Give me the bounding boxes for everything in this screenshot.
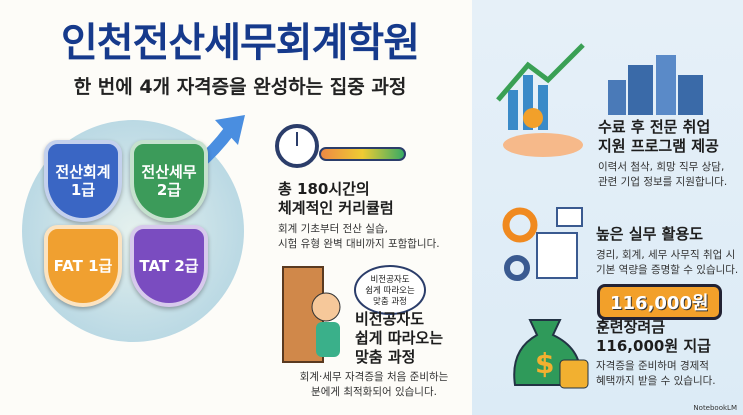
bubble-text: 비전공자도	[370, 275, 410, 285]
job-desc: 관련 기업 정보를 지원합니다.	[598, 175, 728, 188]
money-bag-icon: $	[513, 319, 589, 389]
shield-label: 전산회계 1급	[55, 163, 111, 199]
stopwatch-progress-icon	[275, 124, 406, 168]
practical-desc: 경리, 회계, 세무 사무직 취업 시	[596, 248, 736, 261]
open-door-person-icon	[282, 266, 341, 363]
curriculum-desc: 시험 유형 완벽 대비까지 포함합니다.	[278, 237, 440, 250]
bubble-text: 맞춤 과정	[373, 297, 407, 308]
curriculum-section: 총 180시간의 체계적인 커리큘럼 회계 기초부터 전산 실습, 시험 유형 …	[278, 180, 440, 252]
subsidy-heading: 116,000원 지급	[596, 336, 711, 355]
practical-desc: 기본 역량을 증명할 수 있습니다.	[596, 263, 739, 276]
certificate-shield: TAT 2급	[130, 225, 208, 307]
svg-text:$: $	[535, 347, 554, 380]
speech-bubble: 비전공자도 쉽게 따라오는 맞춤 과정	[354, 265, 426, 315]
certificate-shield: FAT 1급	[44, 225, 122, 307]
beginner-desc-line: 분에게 최적화되어 있습니다.	[311, 386, 437, 399]
certificate-shield: 전산세무 2급	[130, 140, 208, 222]
job-support-section: 수료 후 전문 취업 지원 프로그램 제공 이력서 첨삭, 희망 직무 상담, …	[598, 118, 727, 190]
price-tag: 116,000원	[597, 284, 722, 320]
beginner-desc: 회계·세무 자격증을 처음 준비하는 분에게 최적화되어 있습니다.	[284, 370, 464, 400]
buildings-icon	[608, 55, 703, 115]
job-desc: 이력서 첨삭, 희망 직무 상담,	[598, 160, 725, 173]
page-subtitle: 한 번에 4개 자격증을 완성하는 집중 과정	[73, 76, 407, 98]
job-heading: 지원 프로그램 제공	[598, 136, 719, 155]
curriculum-desc: 회계 기초부터 전산 실습,	[278, 222, 388, 235]
gear-document-icon	[502, 207, 583, 281]
watermark: NotebookLM	[693, 404, 737, 412]
shield-label: TAT 2급	[139, 257, 199, 275]
right-panel	[472, 0, 743, 415]
certificate-shield: 전산회계 1급	[44, 140, 122, 222]
shield-label: FAT 1급	[53, 257, 113, 275]
shield-label: 전산세무 2급	[141, 163, 197, 199]
subsidy-section: 훈련장려금 116,000원 지급 자격증을 준비하며 경제적 혜택까지 받을 …	[596, 318, 716, 389]
subsidy-desc: 자격증을 준비하며 경제적	[596, 359, 709, 372]
practical-section: 높은 실무 활용도 경리, 회계, 세무 사무직 취업 시 기본 역량을 증명할…	[596, 225, 738, 278]
beginner-desc-line: 회계·세무 자격증을 처음 준비하는	[299, 371, 449, 383]
curriculum-heading: 총 180시간의	[278, 180, 370, 198]
subsidy-desc: 혜택까지 받을 수 있습니다.	[596, 374, 716, 387]
beginner-heading: 쉽게 따라오는	[355, 328, 444, 347]
bubble-text: 쉽게 따라오는	[365, 286, 415, 297]
subsidy-heading: 훈련장려금	[596, 318, 666, 336]
practical-heading: 높은 실무 활용도	[596, 225, 704, 243]
handshake-growth-icon	[496, 43, 585, 157]
curriculum-heading: 체계적인 커리큘럼	[278, 198, 394, 217]
page-title: 인천전산세무회계학원	[61, 20, 420, 66]
beginner-heading-block: 비전공자도 쉽게 따라오는 맞춤 과정	[355, 310, 443, 366]
beginner-heading: 비전공자도	[355, 310, 425, 328]
beginner-heading: 맞춤 과정	[355, 347, 416, 366]
job-heading: 수료 후 전문 취업	[598, 118, 711, 136]
